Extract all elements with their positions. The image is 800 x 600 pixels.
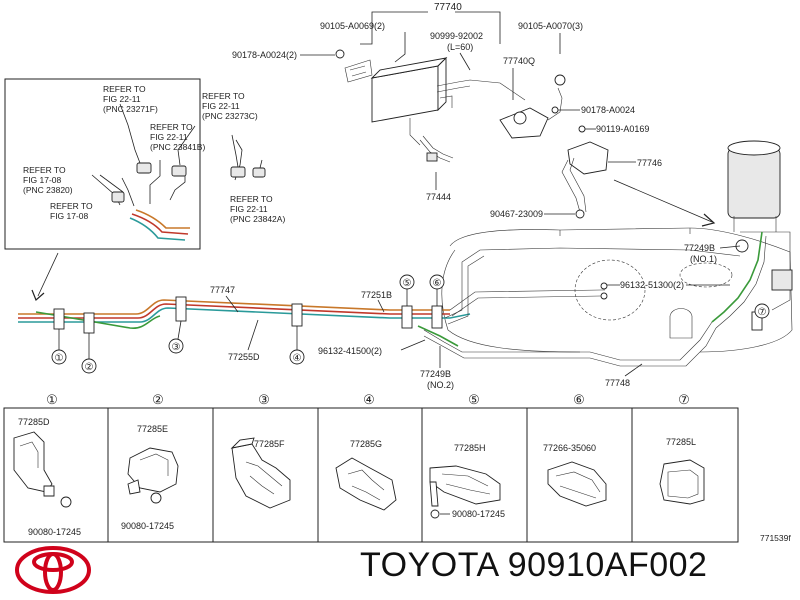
label-77747: 77747 [210,285,235,295]
callout-6: ⑥ [429,274,445,306]
charcoal-canister [344,56,526,146]
label-96132-41500: 96132-41500(2) [318,346,382,356]
panel-2-part: 77285E [137,424,168,434]
label-77740: 77740 [434,2,462,13]
label-77748: 77748 [605,378,630,388]
panel-6-part: 77266-35060 [543,443,596,453]
label-96132-51300: 96132-51300(2) [620,280,684,290]
main-pipes [18,247,741,367]
filter-77746 [561,141,609,213]
note-23271f-l2: FIG 22-11 [103,94,141,104]
brand-part-number: TOYOTA 90910AF002 [360,546,708,584]
label-77249b-no2: 77249B [420,369,451,379]
panel-7-part: 77285L [666,437,696,447]
note-23273c-l2: FIG 22-11 [202,101,240,111]
clip-90467 [575,209,585,219]
label-77444: 77444 [426,192,451,202]
label-77255d: 77255D [228,352,260,362]
panel-5-num: ⑤ [468,392,480,407]
svg-text:⑤: ⑤ [403,278,412,289]
callout-7: ⑦ [754,303,770,319]
label-no2: (NO.2) [427,380,454,390]
vsv-bracket [499,74,566,139]
panel-1-bolt: 90080-17245 [28,527,81,537]
callout-3: ③ [168,320,184,354]
pipe-clamps [53,296,763,334]
label-90999: 90999-92002 [430,31,483,41]
note-17-08-l1: REFER TO [50,201,93,211]
note-23841b-l3: (PNC 23841B) [150,142,205,152]
no1-outline [679,262,733,288]
note-23842a-l2: FIG 22-11 [230,204,268,214]
inset-box [4,78,201,250]
label-no1: (NO.1) [690,254,717,264]
note-23820-l2: FIG 17-08 [23,175,62,185]
label-90105-a0069: 90105-A0069(2) [320,21,385,31]
panel-2-num: ② [152,392,164,407]
svg-text:⑥: ⑥ [433,278,442,289]
label-90119: 90119-A0169 [596,124,649,134]
note-23841b-l1: REFER TO [150,122,193,132]
fuel-tank [441,227,793,353]
panel-4-part: 77285G [350,439,382,449]
bolt-icon [578,125,586,133]
label-77746: 77746 [637,158,662,168]
panel-3-num: ③ [258,392,270,407]
figure-code: 771539f [760,533,791,543]
svg-text:③: ③ [172,342,181,353]
label-77740q: 77740Q [503,56,535,66]
label-l60: (L=60) [447,42,473,52]
panel-6-num: ⑥ [573,392,585,407]
note-23273c-l3: (PNC 23273C) [202,111,258,121]
hose-77444 [419,135,454,163]
note-23273c-l1: REFER TO [202,91,245,101]
nut-icon [335,49,345,59]
panel-7-num: ⑦ [678,392,690,407]
inset-arrow [37,252,59,297]
callout-1: ① [51,329,67,365]
note-23820-l3: (PNC 23820) [23,185,73,195]
callout-2: ② [81,333,97,374]
callout-5: ⑤ [399,274,415,306]
note-23842a-l3: (PNC 23842A) [230,214,285,224]
inset-pipes [91,103,266,241]
note-23842a-l1: REFER TO [230,194,273,204]
label-77249b-no1: 77249B [684,243,715,253]
label-90178-a0024: 90178-A0024 [581,105,635,115]
tank-arrow [613,179,713,223]
svg-text:②: ② [85,362,94,373]
label-90105-a0070: 90105-A0070(3) [518,21,583,31]
note-23271f-l1: REFER TO [103,84,146,94]
note-23820-l1: REFER TO [23,165,66,175]
detail-panels: ① ② ③ ④ ⑤ ⑥ ⑦ 77285D 90080-17245 77285E … [3,392,791,543]
panel-3-part: 77285F [254,439,285,449]
label-90178-a0024-2: 90178-A0024(2) [232,50,297,60]
note-23271f-l3: (PNC 23271F) [103,104,158,114]
clip-icon [551,106,559,114]
label-77251b: 77251B [361,290,392,300]
panel-5-bolt: 90080-17245 [452,509,505,519]
svg-text:①: ① [55,353,64,364]
panel-5-part: 77285H [454,443,486,453]
panel-1-part: 77285D [18,417,50,427]
panel-4-num: ④ [363,392,375,407]
svg-text:⑦: ⑦ [758,307,767,318]
svg-text:④: ④ [293,353,302,364]
label-90467: 90467-23009 [490,209,543,219]
panel-2-bolt: 90080-17245 [121,521,174,531]
toyota-logo-icon [15,546,91,594]
note-17-08-l2: FIG 17-08 [50,211,89,221]
note-23841b-l2: FIG 22-11 [150,132,188,142]
panel-1-num: ① [46,392,58,407]
fuel-filler-assembly [711,140,793,329]
callout-4: ④ [289,326,305,365]
